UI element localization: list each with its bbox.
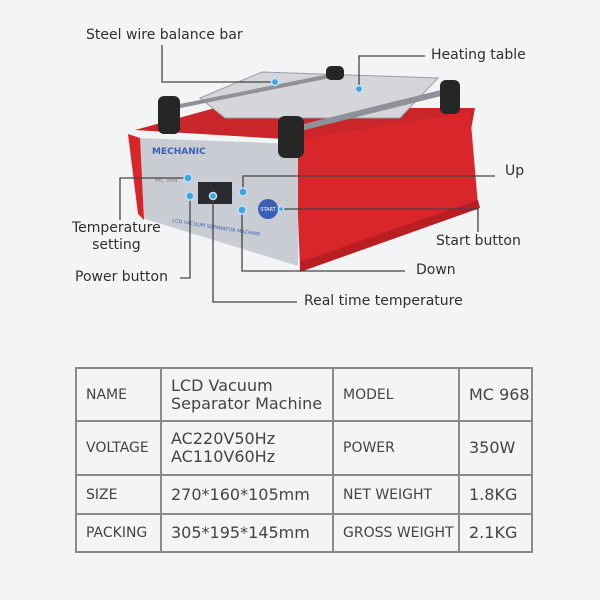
marker-dot — [270, 77, 280, 87]
spec-key: POWER — [332, 420, 460, 476]
steel-wire-bar — [299, 89, 446, 131]
product-illustration: MECHANIC MC 968 LCD VACUUM SEPARATOR MAC… — [119, 45, 495, 303]
callout-line-power — [180, 196, 191, 279]
label-real-time-temperature: Real time temperature — [304, 293, 463, 309]
start-button[interactable] — [258, 199, 278, 219]
value-line: LCD Vacuum — [171, 375, 273, 395]
label-up: Up — [505, 163, 525, 179]
spec-key: PACKING — [75, 513, 162, 553]
spec-key: SIZE — [75, 474, 162, 515]
callout-line-temp-setting — [119, 177, 188, 220]
label-power-button: Power button — [75, 269, 168, 285]
bar-handle — [278, 116, 304, 158]
down-button[interactable] — [237, 205, 247, 215]
label-line: Temperature — [72, 220, 161, 236]
bar-handle — [158, 96, 180, 134]
table-row: SIZE 270*160*105mm NET WEIGHT 1.8KG — [75, 474, 533, 515]
bar-handle — [440, 80, 460, 114]
label-down: Down — [416, 262, 456, 278]
callout-line-start — [280, 208, 479, 232]
marker-dot — [208, 191, 218, 201]
label-steel-wire: Steel wire balance bar — [86, 27, 243, 43]
up-button[interactable] — [238, 187, 248, 197]
value-line: Separator Machine — [171, 393, 323, 413]
model-mark: MC 968 — [155, 177, 178, 184]
temperature-setting-button[interactable] — [183, 173, 193, 183]
bar-handle — [326, 66, 344, 80]
spec-value: 270*160*105mm — [160, 474, 334, 515]
marker-dot — [354, 84, 364, 94]
label-start-button: Start button — [436, 233, 521, 249]
spec-key: NAME — [75, 367, 162, 422]
spec-value: MC 968 — [458, 367, 533, 422]
device-front-red-edge — [128, 134, 144, 220]
table-row: PACKING 305*195*145mm GROSS WEIGHT 2.1KG — [75, 513, 533, 553]
device-side-panel — [295, 112, 478, 268]
callout-line-temp — [212, 196, 297, 303]
callout-line-heating — [358, 55, 425, 89]
start-button-text: START — [260, 207, 276, 213]
value-line: AC110V60Hz — [171, 447, 276, 466]
label-heating-table: Heating table — [431, 47, 526, 63]
callout-line-down — [241, 210, 405, 272]
spec-value: 305*195*145mm — [160, 513, 334, 553]
spec-key: VOLTAGE — [75, 420, 162, 476]
spec-key: NET WEIGHT — [332, 474, 460, 515]
device-flange — [300, 200, 480, 272]
marker-dot — [277, 205, 285, 213]
spec-key: GROSS WEIGHT — [332, 513, 460, 553]
callout-line-steel-wire — [161, 45, 275, 83]
spec-key: MODEL — [332, 367, 460, 422]
power-button[interactable] — [185, 191, 195, 201]
spec-value: 350W — [458, 420, 533, 476]
brand-logo: MECHANIC — [152, 147, 206, 157]
spec-value: 2.1KG — [458, 513, 533, 553]
spec-value: 1.8KG — [458, 474, 533, 515]
value-line: AC220V50Hz — [171, 429, 276, 448]
label-line: setting — [92, 237, 141, 253]
label-temperature-setting: Temperature setting — [72, 220, 161, 254]
callout-line-up — [242, 175, 495, 192]
steel-wire-bar-back — [169, 74, 331, 110]
